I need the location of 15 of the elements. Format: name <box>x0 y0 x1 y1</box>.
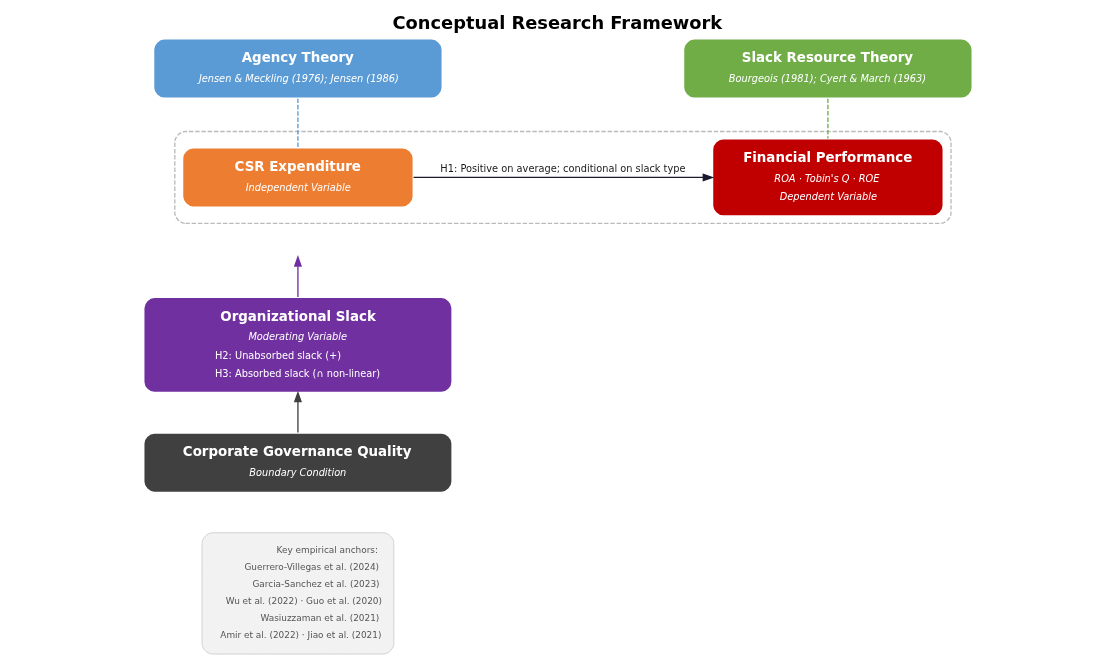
node-box: Slack Resource Theory Bourgeois (1981); Cyert & March (1963) <box>682 37 974 100</box>
cluster <box>174 130 952 225</box>
node-box: Corporate Governance Quality Boundary Condition <box>142 431 454 494</box>
node-box: Key empirical anchors: Guerrero-Villegas et al. (2024) Garcia-Sanchez et al. (2023) Wu et al. (2022) · Guo et al. (2020) Wasiuzzaman et al. (2021) Amir et al. (2022) · Jiao et al. (2021) <box>201 532 395 655</box>
node-box: CSR Expenditure Independent Variable <box>181 146 415 209</box>
node-box: Financial Performance ROA · Tobin's Q · ROE Dependent Variable <box>711 137 945 218</box>
edge-label: H1: Positive on average; conditional on slack type <box>440 162 686 174</box>
arrow <box>412 173 715 182</box>
node-box: Agency Theory Jensen & Meckling (1976); Jensen (1986) <box>152 37 444 100</box>
node-box: Organizational Slack Moderating Variable H2: Unabsorbed slack (+) H3: Absorbed slack (∩ non-linear) <box>142 296 454 394</box>
diagram-title: Conceptual Research Framework <box>392 11 723 33</box>
arrow <box>293 390 302 434</box>
arrow <box>293 255 302 298</box>
connector <box>297 98 299 148</box>
connector <box>827 98 829 140</box>
